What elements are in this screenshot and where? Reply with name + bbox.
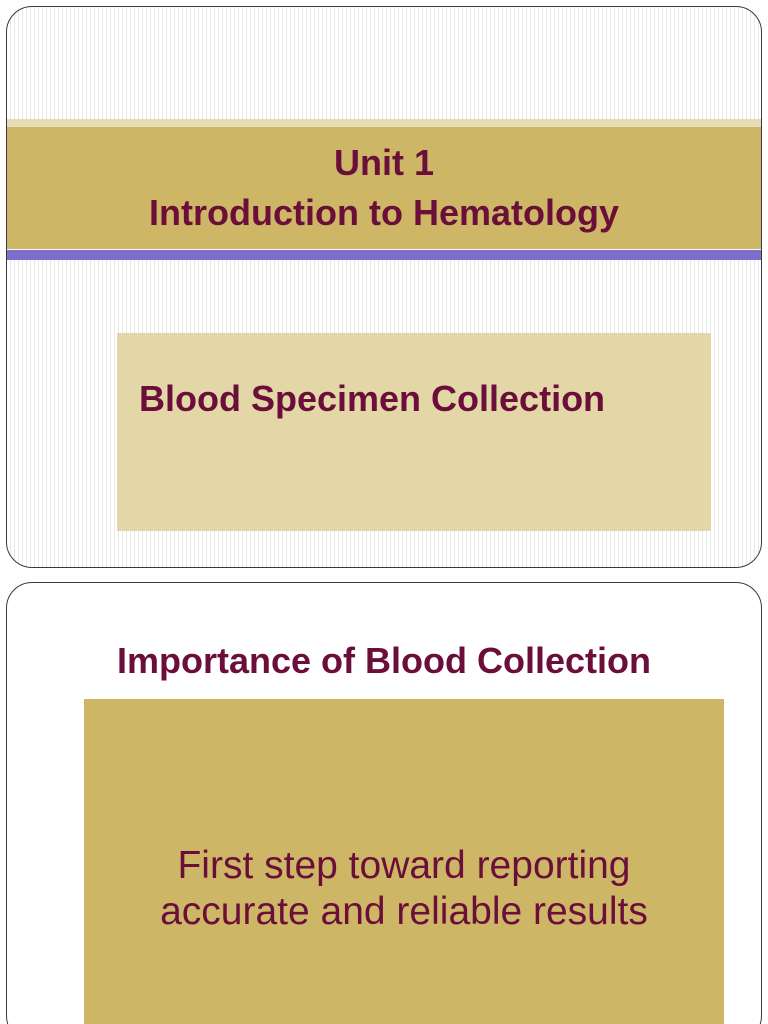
subtitle-box: Blood Specimen Collection (117, 333, 711, 531)
content-text: First step toward reporting accurate and… (84, 843, 724, 935)
title-band: Unit 1 Introduction to Hematology (7, 127, 761, 249)
slide-importance: Importance of Blood Collection First ste… (6, 582, 762, 1024)
title-divider-rule (7, 250, 761, 260)
content-line-1: First step toward reporting (177, 844, 631, 887)
slide-subtitle: Blood Specimen Collection (139, 378, 606, 419)
slide-title: Unit 1 Introduction to Hematology Blood … (6, 6, 762, 568)
content-line-2: accurate and reliable results (160, 890, 648, 933)
course-title: Introduction to Hematology (149, 192, 619, 233)
content-box: First step toward reporting accurate and… (84, 699, 724, 1024)
title-band-highlight (7, 119, 761, 127)
slide-heading: Importance of Blood Collection (116, 640, 651, 681)
unit-title: Unit 1 (333, 142, 434, 183)
